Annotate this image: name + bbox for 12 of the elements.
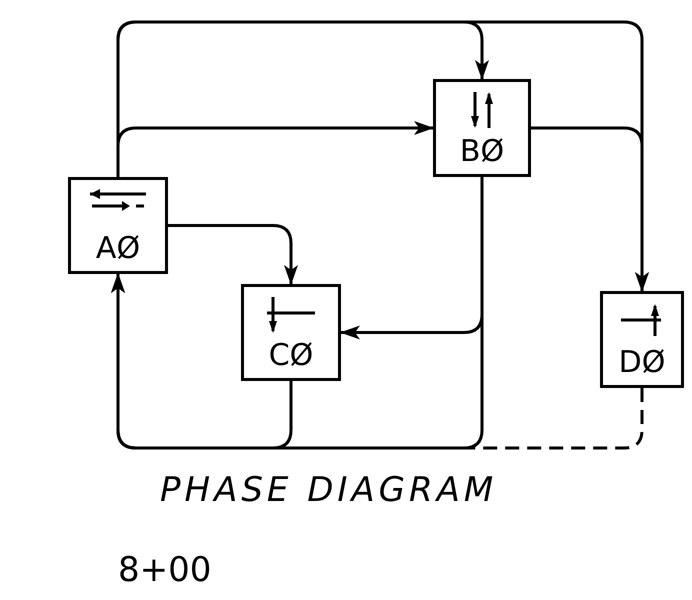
station-label: 8+00 bbox=[118, 550, 212, 590]
phase-box bbox=[600, 291, 684, 388]
arrow bbox=[116, 121, 434, 177]
arrow bbox=[168, 224, 298, 285]
phase-label: BØ bbox=[458, 136, 506, 168]
phase-label: DØ bbox=[618, 347, 666, 379]
phase-label: AØ bbox=[94, 233, 142, 265]
diagram-title: PHASE DIAGRAM bbox=[160, 470, 498, 510]
phase-box bbox=[433, 79, 531, 177]
phase-box bbox=[68, 177, 168, 274]
phase-box bbox=[241, 284, 341, 381]
phase-label: CØ bbox=[268, 340, 314, 372]
